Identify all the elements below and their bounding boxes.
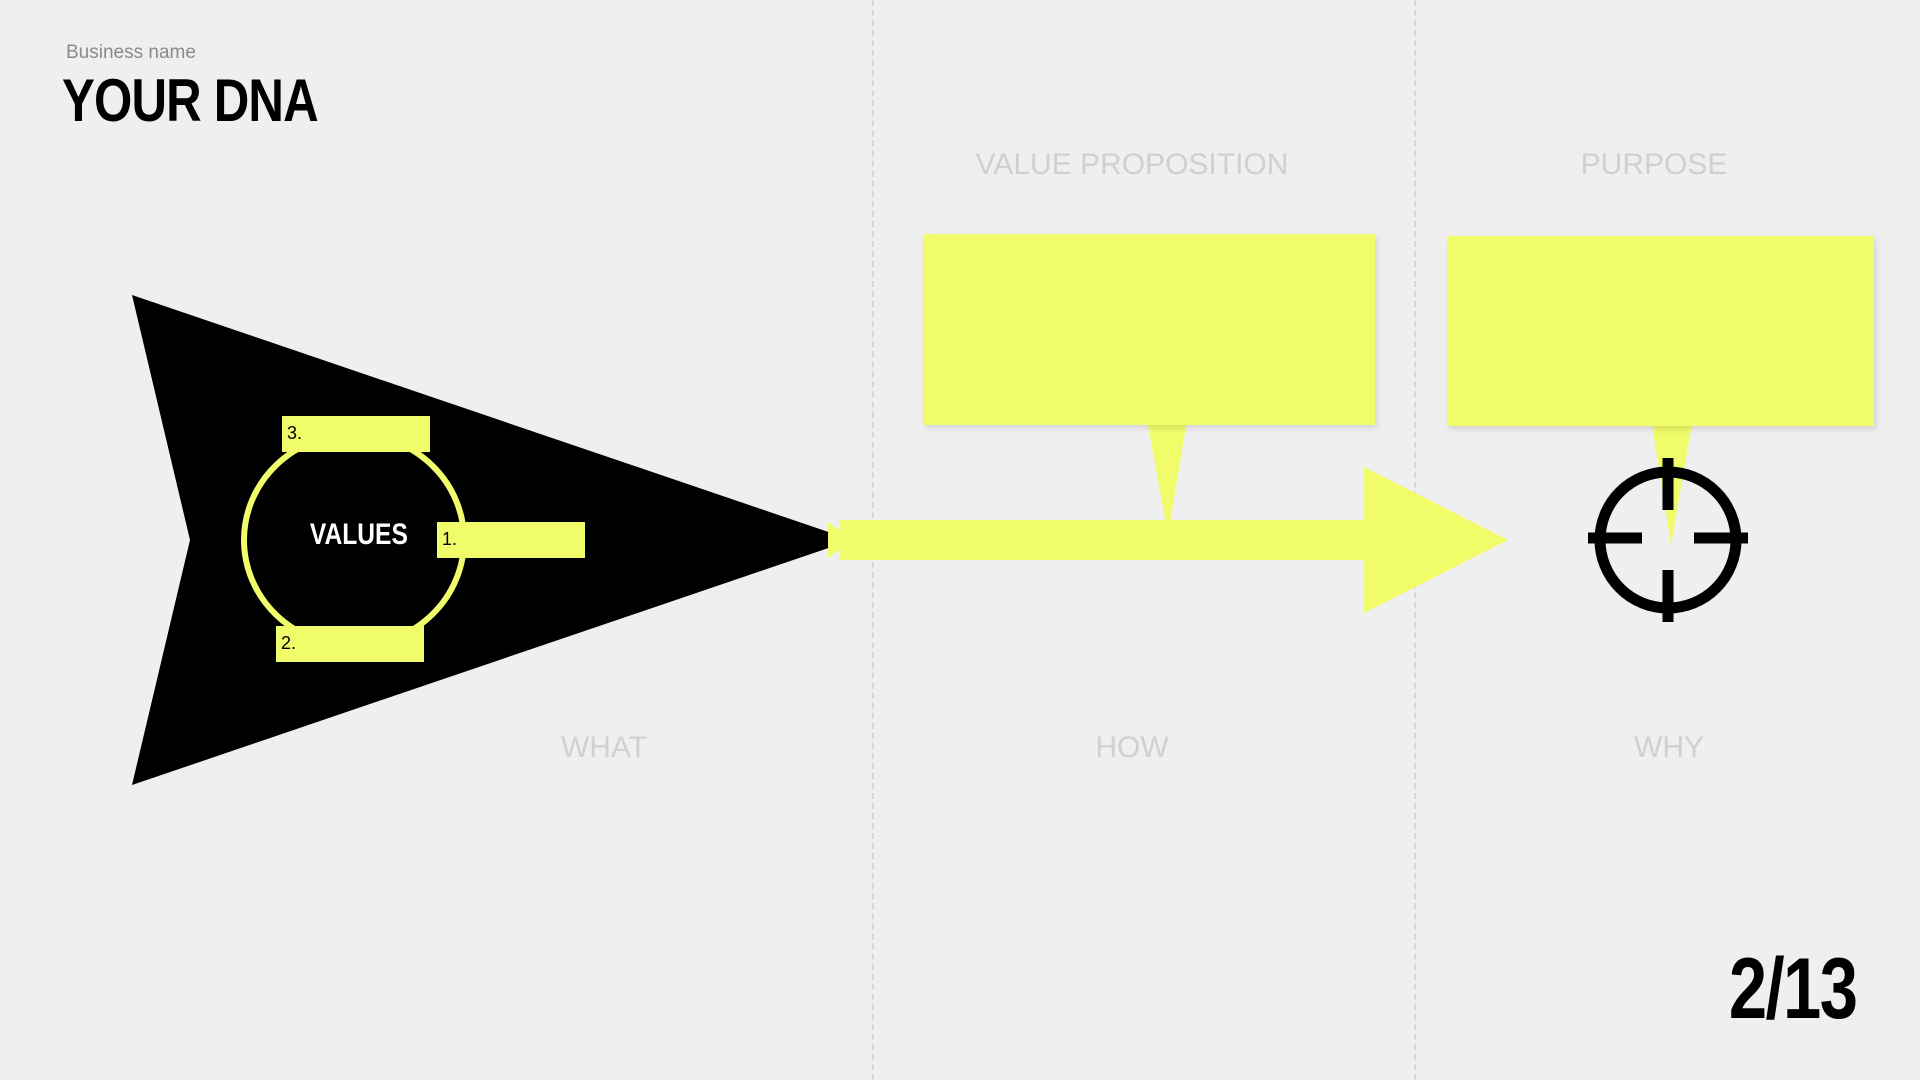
callout-tail-value-proposition <box>1147 420 1187 535</box>
purpose-note[interactable] <box>1447 236 1874 426</box>
column-label-value-proposition: VALUE PROPOSITION <box>975 148 1289 181</box>
value-item-3[interactable]: 3. <box>282 416 430 452</box>
business-name: Business name <box>66 42 196 63</box>
column-label-why: WHY <box>1634 731 1704 764</box>
arrow-head <box>828 522 852 558</box>
values-label: VALUES <box>309 518 408 551</box>
value-proposition-note[interactable] <box>924 234 1375 425</box>
value-item-2[interactable]: 2. <box>276 626 424 662</box>
column-label-what: WHAT <box>560 731 648 764</box>
arrow-shaft <box>840 520 1365 560</box>
column-label-purpose: PURPOSE <box>1580 148 1728 181</box>
column-label-how: HOW <box>1095 731 1169 764</box>
value-item-1[interactable]: 1. <box>437 522 585 558</box>
crosshair-target-icon <box>1588 458 1748 622</box>
page-counter: 2/13 <box>1728 941 1857 1037</box>
yellow-arrow-tip <box>1364 467 1508 613</box>
page-title: YOUR DNA <box>62 67 319 134</box>
